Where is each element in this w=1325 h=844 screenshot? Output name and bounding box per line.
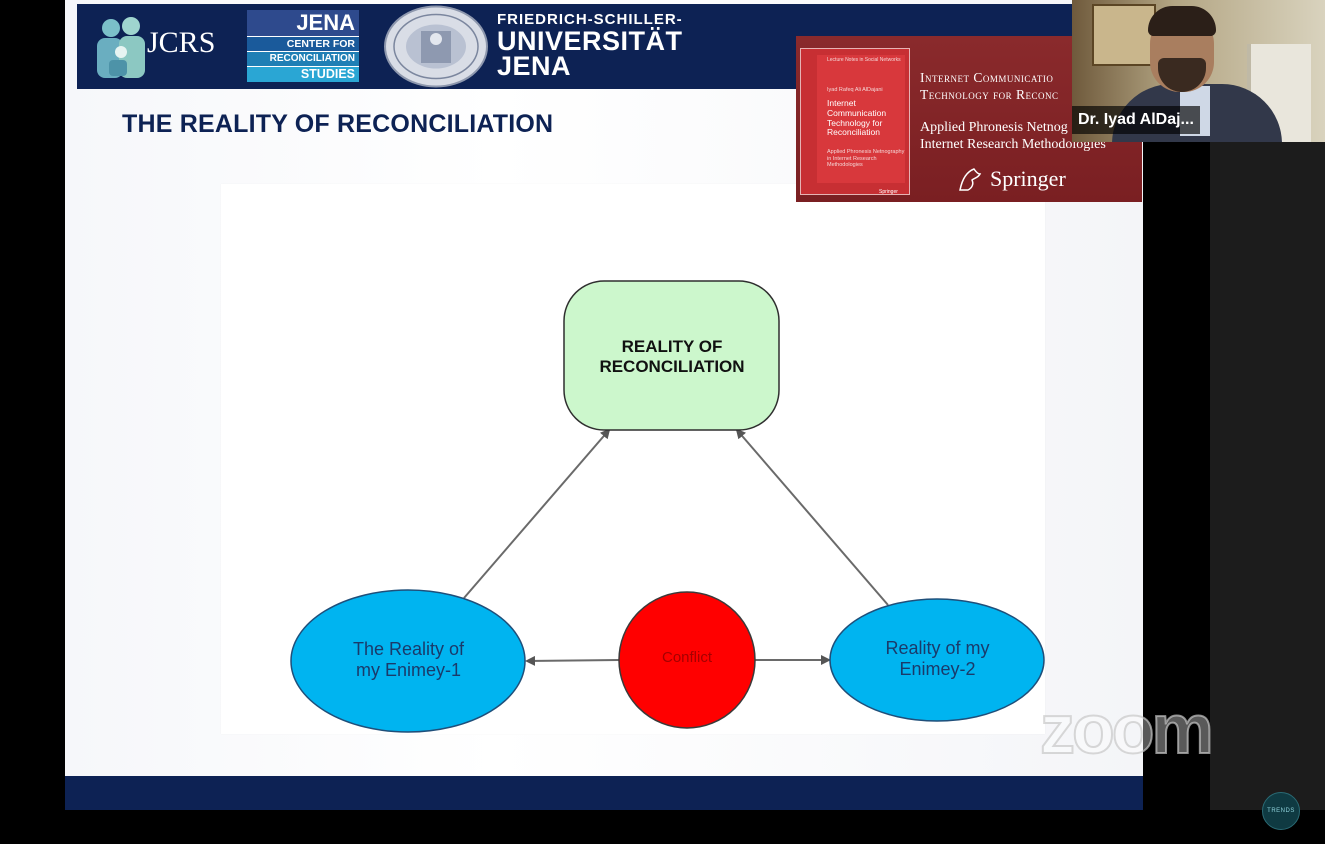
book-title-line-2: Technology for Reconc	[920, 86, 1059, 102]
jena-center-logo: JENA CENTER FOR RECONCILIATION STUDIES	[247, 10, 359, 82]
speaker-name-label: Dr. Iyad AlDaj...	[1072, 106, 1200, 134]
node-enemy-2	[829, 598, 1045, 722]
book-advert-overlay: Lecture Notes in Social Networks Iyad Ra…	[796, 36, 1142, 202]
node-reality-label: REALITY OF RECONCILIATION	[599, 337, 745, 376]
node-conflict	[618, 591, 756, 729]
zoom-watermark-fill: zoom	[1040, 690, 1214, 768]
zoom-side-strip	[1210, 142, 1325, 810]
book-subtitle: Applied Phronesis Netnog Internet Resear…	[920, 120, 1106, 154]
book-cover-subtitle: Applied Phronesis Netnography in Interne…	[827, 149, 905, 169]
node-enemy-1-label: The Reality of my Enimey-1	[352, 639, 465, 680]
jena-logo-line-2: CENTER FOR	[247, 37, 359, 51]
university-name-line-3: JENA	[497, 51, 572, 81]
speaker-video-tile[interactable]: Dr. Iyad AlDaj...	[1072, 0, 1325, 142]
university-name-line-2: UNIVERSITÄT	[497, 26, 683, 56]
book-cover-title: Internet Communication Technology for Re…	[827, 98, 887, 138]
jena-logo-line-1: JENA	[247, 10, 359, 36]
slide-title: THE REALITY OF RECONCILIATION	[122, 110, 554, 138]
book-cover-publisher: Springer	[879, 189, 898, 195]
university-name: FRIEDRICH-SCHILLER- UNIVERSITÄT JENA	[497, 12, 683, 80]
zoom-watermark: zoom	[1039, 690, 1215, 768]
book-title: Internet Communicatio Technology for Rec…	[920, 70, 1059, 104]
jcrs-wordmark: JCRS	[147, 26, 216, 59]
arrow-conflict-to-left	[525, 655, 620, 666]
book-cover-author: Iyad Rafeq Ali AlDajani	[827, 87, 883, 93]
university-name-line-1: FRIEDRICH-SCHILLER-	[497, 11, 683, 28]
trends-badge-icon: TRENDS	[1262, 792, 1300, 830]
node-enemy-2-label: Reality of my Enimey-2	[885, 638, 990, 679]
book-cover-series: Lecture Notes in Social Networks	[827, 57, 901, 63]
slide-footer-band	[65, 776, 1143, 810]
wall-picture-frame	[1092, 4, 1156, 66]
book-subtitle-line-1: Applied Phronesis Netnog	[920, 120, 1068, 135]
reconciliation-diagram: REALITY OF RECONCILIATION The Reality of…	[221, 184, 1045, 734]
book-cover-panel	[817, 55, 905, 183]
diagram-graphic	[290, 280, 1045, 733]
book-title-line-1: Internet Communicatio	[920, 70, 1054, 85]
node-reality-of-reconciliation	[563, 280, 780, 431]
jena-logo-line-4: STUDIES	[247, 67, 359, 82]
jena-logo-line-3: RECONCILIATION	[247, 52, 359, 66]
book-subtitle-line-2: Internet Research Methodologies	[920, 136, 1106, 152]
springer-horse-icon	[959, 168, 982, 191]
arrow-left-to-top	[463, 428, 611, 599]
arrow-right-to-top	[735, 428, 889, 606]
node-enemy-1	[290, 589, 526, 733]
node-conflict-label: Conflict	[661, 649, 713, 666]
speaker-hair	[1148, 6, 1216, 36]
book-cover-image: Lecture Notes in Social Networks Iyad Ra…	[800, 48, 910, 195]
jcrs-people-icon	[97, 17, 145, 78]
springer-wordmark: Springer	[990, 166, 1066, 191]
university-seal-icon	[384, 5, 488, 88]
